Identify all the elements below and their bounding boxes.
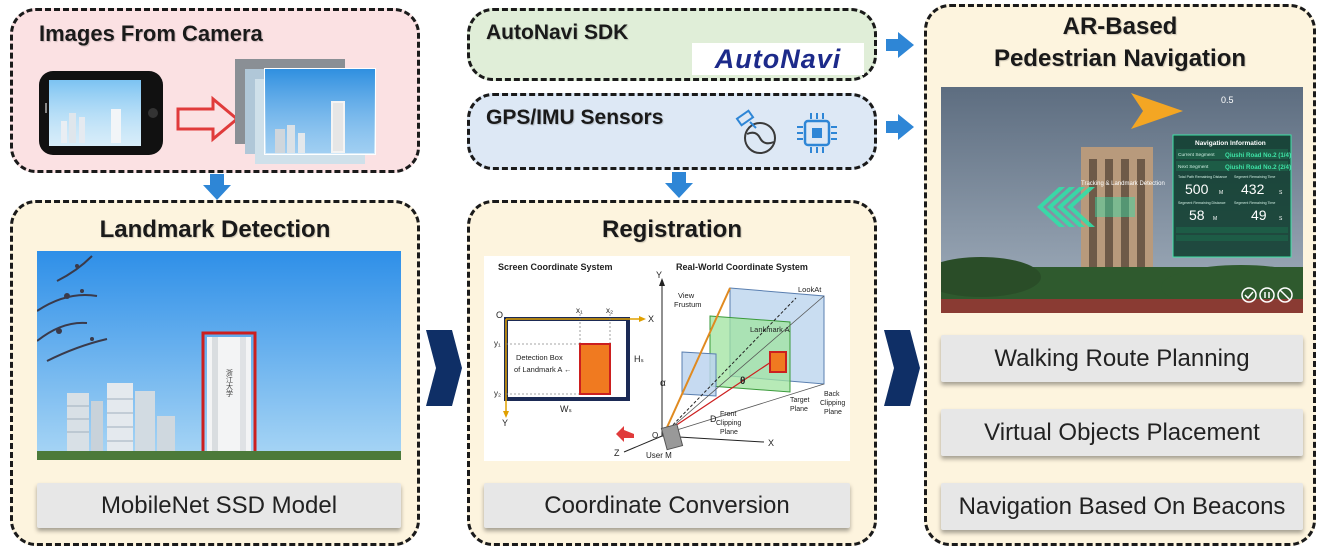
svg-text:Detection Box: Detection Box xyxy=(516,353,563,362)
svg-text:O: O xyxy=(652,431,658,440)
world-coordinate-title: Real-World Coordinate System xyxy=(676,262,808,272)
svg-text:x₁: x₁ xyxy=(576,306,583,315)
ar-box-title-line1: AR-Based xyxy=(1062,13,1178,40)
svg-text:Y: Y xyxy=(656,270,662,280)
svg-text:View: View xyxy=(678,291,695,300)
svg-text:S: S xyxy=(1279,190,1283,196)
images-from-camera-box: Images From Camera xyxy=(10,8,420,173)
svg-text:θ: θ xyxy=(740,376,745,387)
direction-chevron-icon xyxy=(1037,187,1135,227)
svg-text:M: M xyxy=(1213,216,1217,222)
autonavi-logo: AutoNavi xyxy=(692,43,864,75)
svg-text:S: S xyxy=(1279,216,1283,222)
svg-text:x₂: x₂ xyxy=(606,306,613,315)
imu-chip-icon xyxy=(797,113,837,153)
svg-text:Clipping: Clipping xyxy=(820,400,845,407)
svg-text:Plane: Plane xyxy=(790,406,808,413)
svg-text:α: α xyxy=(660,378,666,389)
compass-arrow-icon xyxy=(1131,93,1183,129)
screen-coordinate-title: Screen Coordinate System xyxy=(498,262,613,272)
svg-text:Total Path Remaining Distance: Total Path Remaining Distance xyxy=(1178,175,1227,179)
walking-route-planning-label: Walking Route Planning xyxy=(941,335,1303,382)
pause-icon[interactable] xyxy=(1259,287,1275,303)
svg-text:Frustum: Frustum xyxy=(674,300,702,309)
coordinate-diagram: Screen Coordinate System Real-World Coor… xyxy=(484,256,850,461)
svg-text:Navigation Information: Navigation Information xyxy=(1195,140,1266,147)
svg-text:Plane: Plane xyxy=(720,429,738,436)
detection-box-diagram xyxy=(579,343,611,395)
svg-text:Segment Remaining Time: Segment Remaining Time xyxy=(1234,201,1275,205)
svg-text:Next Segment: Next Segment xyxy=(1178,164,1209,170)
svg-text:Clipping: Clipping xyxy=(716,420,741,427)
svg-text:O: O xyxy=(496,310,503,320)
images-box-title: Images From Camera xyxy=(39,21,263,46)
confirm-icon[interactable] xyxy=(1241,287,1257,303)
down-arrow-icon-2 xyxy=(665,172,693,198)
autonavi-box-title: AutoNavi SDK xyxy=(486,21,629,44)
svg-text:Back: Back xyxy=(824,391,840,398)
svg-text:Current Segment: Current Segment xyxy=(1178,152,1215,158)
big-right-arrow-icon-2 xyxy=(884,330,920,406)
right-arrow-icon-2 xyxy=(886,114,914,140)
stop-icon[interactable] xyxy=(1277,287,1293,303)
building-inscription: 浙江大学 xyxy=(226,368,234,397)
landmark-marker xyxy=(769,351,787,373)
svg-text:X: X xyxy=(648,314,654,324)
svg-text:LookAt: LookAt xyxy=(798,285,822,294)
camera-illustration xyxy=(39,59,376,164)
ar-box-title-line2: Pedestrian Navigation xyxy=(993,45,1247,72)
svg-text:D: D xyxy=(710,414,717,424)
sensors-box-title: GPS/IMU Sensors xyxy=(486,106,664,129)
svg-text:Z: Z xyxy=(614,448,620,458)
svg-text:X: X xyxy=(768,438,774,448)
svg-text:Hₛ: Hₛ xyxy=(634,354,644,364)
svg-text:49: 49 xyxy=(1251,207,1267,223)
svg-text:Lankmark A: Lankmark A xyxy=(750,325,790,334)
svg-text:y₁: y₁ xyxy=(494,339,501,348)
right-arrow-icon-1 xyxy=(886,32,914,58)
svg-text:58: 58 xyxy=(1189,207,1205,223)
svg-text:Front: Front xyxy=(720,411,736,418)
registration-box: Registration Screen Coordinate System Re… xyxy=(467,200,877,546)
svg-text:500: 500 xyxy=(1185,181,1209,197)
coordinate-conversion-label: Coordinate Conversion xyxy=(484,483,850,528)
virtual-objects-placement-label: Virtual Objects Placement xyxy=(941,409,1303,456)
mobilenet-ssd-model-label: MobileNet SSD Model xyxy=(37,483,401,528)
mapping-arrow-icon xyxy=(616,426,634,442)
svg-text:Plane: Plane xyxy=(824,409,842,416)
landmark-detection-box: Landmark Detection 浙江大学 MobileNet xyxy=(10,200,420,546)
svg-text:y₂: y₂ xyxy=(494,389,501,398)
svg-text:Target: Target xyxy=(790,397,810,404)
landmark-photo: 浙江大学 xyxy=(37,251,401,460)
svg-text:Qiushi Road No.2 (1/4): Qiushi Road No.2 (1/4) xyxy=(1225,152,1291,159)
registration-box-title: Registration xyxy=(601,216,742,243)
ar-navigation-box: AR-Based Pedestrian Navigation 0.5 Track… xyxy=(924,4,1316,546)
gps-imu-sensors-box: GPS/IMU Sensors xyxy=(467,93,877,170)
navigation-based-on-beacons-label: Navigation Based On Beacons xyxy=(941,483,1303,530)
turn-hint: Tracking & Landmark Detection xyxy=(1081,181,1165,187)
svg-text:of Landmark A ←: of Landmark A ← xyxy=(514,365,572,374)
big-right-arrow-icon-1 xyxy=(426,330,462,406)
svg-text:Wₛ: Wₛ xyxy=(560,404,572,414)
down-arrow-icon-1 xyxy=(203,174,231,200)
autonavi-sdk-box: AutoNavi SDK AutoNavi xyxy=(467,8,877,81)
svg-text:Y: Y xyxy=(502,418,508,428)
satellite-globe-icon xyxy=(735,109,776,154)
user-device xyxy=(660,423,684,451)
capture-arrow-icon xyxy=(176,95,240,143)
svg-text:Segment Remaining Time: Segment Remaining Time xyxy=(1234,175,1275,179)
landmark-box-title: Landmark Detection xyxy=(99,216,331,243)
scale-readout: 0.5 xyxy=(1221,95,1234,105)
svg-text:Qiushi Road No.2 (2/4): Qiushi Road No.2 (2/4) xyxy=(1225,164,1291,171)
ar-screen: 0.5 Tracking & Landmark Detection Naviga… xyxy=(941,87,1303,313)
svg-text:M: M xyxy=(1219,190,1223,196)
svg-text:Segment Remaining Distance: Segment Remaining Distance xyxy=(1178,201,1226,205)
svg-text:432: 432 xyxy=(1241,181,1265,197)
svg-text:User M: User M xyxy=(646,451,672,460)
